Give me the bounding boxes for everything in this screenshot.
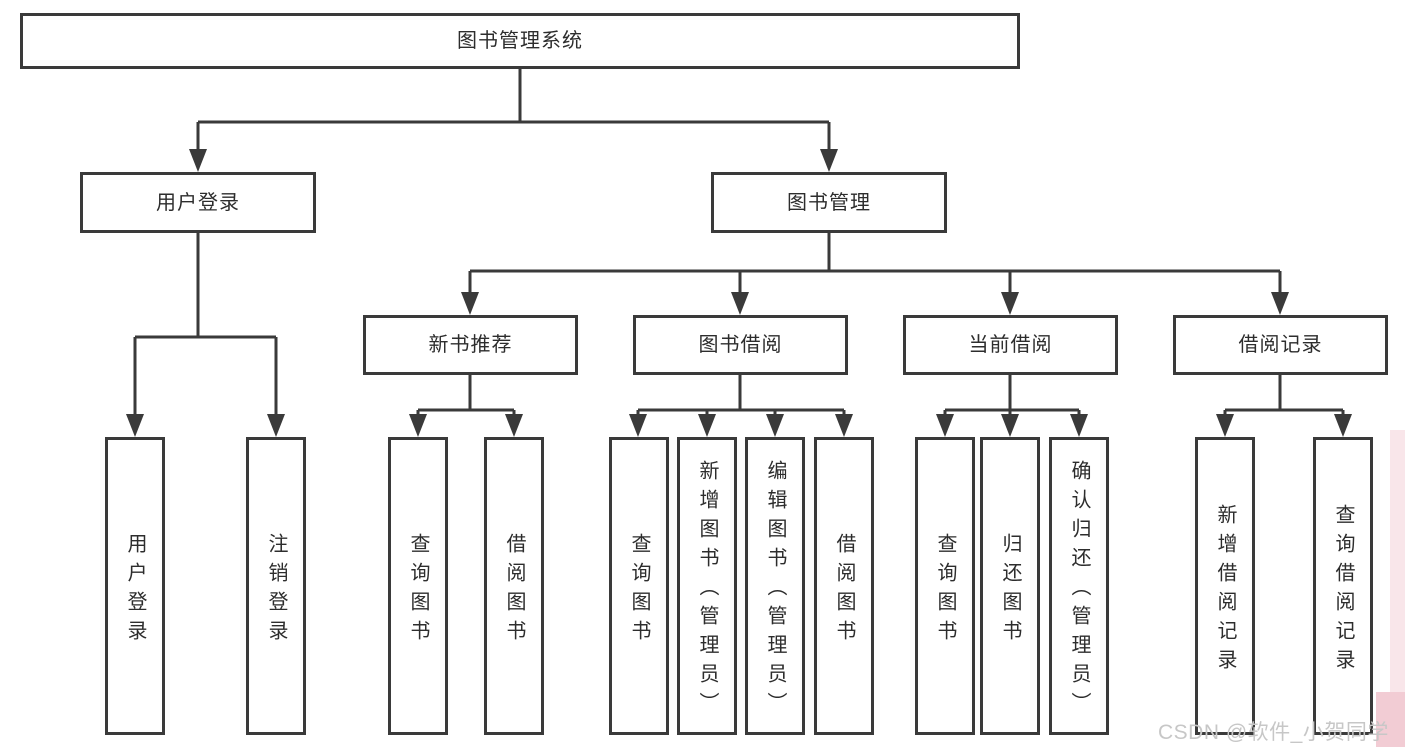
leaf-return-book-label: 归还图书 bbox=[999, 532, 1021, 649]
leaf-logout-login-label: 注销登录 bbox=[265, 532, 287, 649]
leaf-recommend-query-book-label: 查询图书 bbox=[407, 532, 429, 649]
leaf-add-borrow-record-label: 新增借阅记录 bbox=[1214, 503, 1236, 678]
node-root-system: 图书管理系统 bbox=[20, 13, 1020, 69]
csdn-watermark: CSDN @软件_小贺同学 bbox=[1158, 721, 1389, 744]
node-borrow-record-label: 借阅记录 bbox=[1238, 334, 1323, 356]
arrow-down-icons bbox=[126, 149, 1352, 437]
node-book-management-label: 图书管理 bbox=[787, 191, 871, 214]
leaf-user-login-label: 用户登录 bbox=[124, 532, 146, 649]
node-borrow-record: 借阅记录 bbox=[1173, 315, 1388, 375]
leaf-recommend-borrow-book: 借阅图书 bbox=[484, 437, 544, 735]
node-current-borrow: 当前借阅 bbox=[903, 315, 1118, 375]
node-user-login-label: 用户登录 bbox=[156, 191, 240, 214]
leaf-add-book-admin: 新增图书（管理员） bbox=[677, 437, 737, 735]
leaf-edit-book-admin: 编辑图书（管理员） bbox=[745, 437, 805, 735]
pink-edge-strip bbox=[1390, 430, 1405, 747]
leaf-recommend-borrow-book-label: 借阅图书 bbox=[503, 532, 525, 649]
leaf-query-borrow-record-label: 查询借阅记录 bbox=[1332, 503, 1354, 678]
leaf-confirm-return-admin-label: 确认归还（管理员） bbox=[1068, 460, 1090, 721]
leaf-edit-book-admin-label: 编辑图书（管理员） bbox=[764, 460, 786, 721]
node-book-borrow: 图书借阅 bbox=[633, 315, 848, 375]
node-root-label: 图书管理系统 bbox=[457, 30, 583, 52]
leaf-logout-login: 注销登录 bbox=[246, 437, 306, 735]
leaf-confirm-return-admin: 确认归还（管理员） bbox=[1049, 437, 1109, 735]
node-new-book-recommend-label: 新书推荐 bbox=[428, 334, 513, 356]
leaf-add-book-admin-label: 新增图书（管理员） bbox=[696, 460, 718, 721]
node-book-borrow-label: 图书借阅 bbox=[698, 334, 783, 356]
node-current-borrow-label: 当前借阅 bbox=[968, 334, 1053, 356]
leaf-borrow-query-book: 查询图书 bbox=[609, 437, 669, 735]
leaf-query-borrow-record: 查询借阅记录 bbox=[1313, 437, 1373, 735]
node-user-login: 用户登录 bbox=[80, 172, 316, 233]
leaf-current-query-book-label: 查询图书 bbox=[934, 532, 956, 649]
node-book-management: 图书管理 bbox=[711, 172, 947, 233]
leaf-recommend-query-book: 查询图书 bbox=[388, 437, 448, 735]
node-new-book-recommend: 新书推荐 bbox=[363, 315, 578, 375]
leaf-current-query-book: 查询图书 bbox=[915, 437, 975, 735]
leaf-borrow-query-book-label: 查询图书 bbox=[628, 532, 650, 649]
leaf-borrow-book-label: 借阅图书 bbox=[833, 532, 855, 649]
leaf-return-book: 归还图书 bbox=[980, 437, 1040, 735]
leaf-user-login: 用户登录 bbox=[105, 437, 165, 735]
pink-corner-block bbox=[1376, 692, 1405, 747]
leaf-add-borrow-record: 新增借阅记录 bbox=[1195, 437, 1255, 735]
leaf-borrow-book: 借阅图书 bbox=[814, 437, 874, 735]
